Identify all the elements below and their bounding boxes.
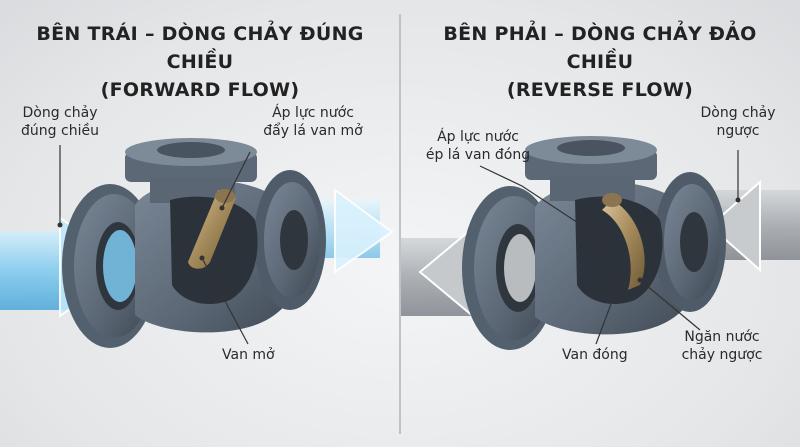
- left-flow-label-line2: đúng chiều: [21, 123, 99, 139]
- right-prevent-label-line2: chảy ngược: [681, 347, 763, 363]
- leader-right-valve-state: [595, 279, 621, 345]
- left-scene: [0, 138, 394, 348]
- leader-lines: [59, 145, 739, 345]
- right-valve-state-text: Van đóng: [562, 347, 628, 363]
- right-flow-label-line2: ngược: [716, 123, 760, 139]
- left-valve-body: [62, 138, 326, 348]
- left-title-line1: BÊN TRÁI – DÒNG CHẢY ĐÚNG CHIỀU: [36, 23, 364, 73]
- right-title-line2: (REVERSE FLOW): [506, 79, 694, 101]
- left-pressure-label-line2: đẩy lá van mở: [263, 123, 363, 139]
- right-prevent-label: Ngăn nước chảy ngược: [672, 328, 772, 364]
- right-title: BÊN PHẢI – DÒNG CHẢY ĐẢO CHIỀU (REVERSE …: [410, 20, 790, 104]
- right-valve-body: [462, 136, 726, 350]
- right-pressure-label-line1: Áp lực nước: [437, 129, 519, 145]
- center-divider: [399, 14, 401, 434]
- left-title-line2: (FORWARD FLOW): [100, 79, 300, 101]
- leader-right-pressure: [479, 165, 605, 241]
- leader-dots: [57, 197, 741, 283]
- left-title: BÊN TRÁI – DÒNG CHẢY ĐÚNG CHIỀU (FORWARD…: [10, 20, 390, 104]
- left-pressure-label: Áp lực nước đẩy lá van mở: [248, 104, 378, 140]
- right-pressure-label: Áp lực nước ép lá van đóng: [418, 128, 538, 164]
- right-flow-label: Dòng chảy ngược: [688, 104, 788, 140]
- right-valve-state-label: Van đóng: [562, 346, 628, 364]
- left-pressure-label-line1: Áp lực nước: [272, 105, 354, 121]
- right-flow-label-line1: Dòng chảy: [700, 105, 776, 121]
- leader-right-prevent: [639, 279, 701, 331]
- leader-left-pressure: [221, 151, 251, 209]
- right-title-line1: BÊN PHẢI – DÒNG CHẢY ĐẢO CHIỀU: [443, 23, 757, 73]
- right-scene: [400, 136, 800, 350]
- leader-left-valve-state: [201, 257, 249, 345]
- left-flow-label-line1: Dòng chảy: [22, 105, 98, 121]
- left-valve-state-label: Van mở: [222, 346, 275, 364]
- right-pressure-label-line2: ép lá van đóng: [425, 147, 531, 163]
- left-flow-label: Dòng chảy đúng chiều: [14, 104, 106, 140]
- left-valve-state-text: Van mở: [222, 347, 275, 363]
- right-prevent-label-line1: Ngăn nước: [684, 329, 760, 345]
